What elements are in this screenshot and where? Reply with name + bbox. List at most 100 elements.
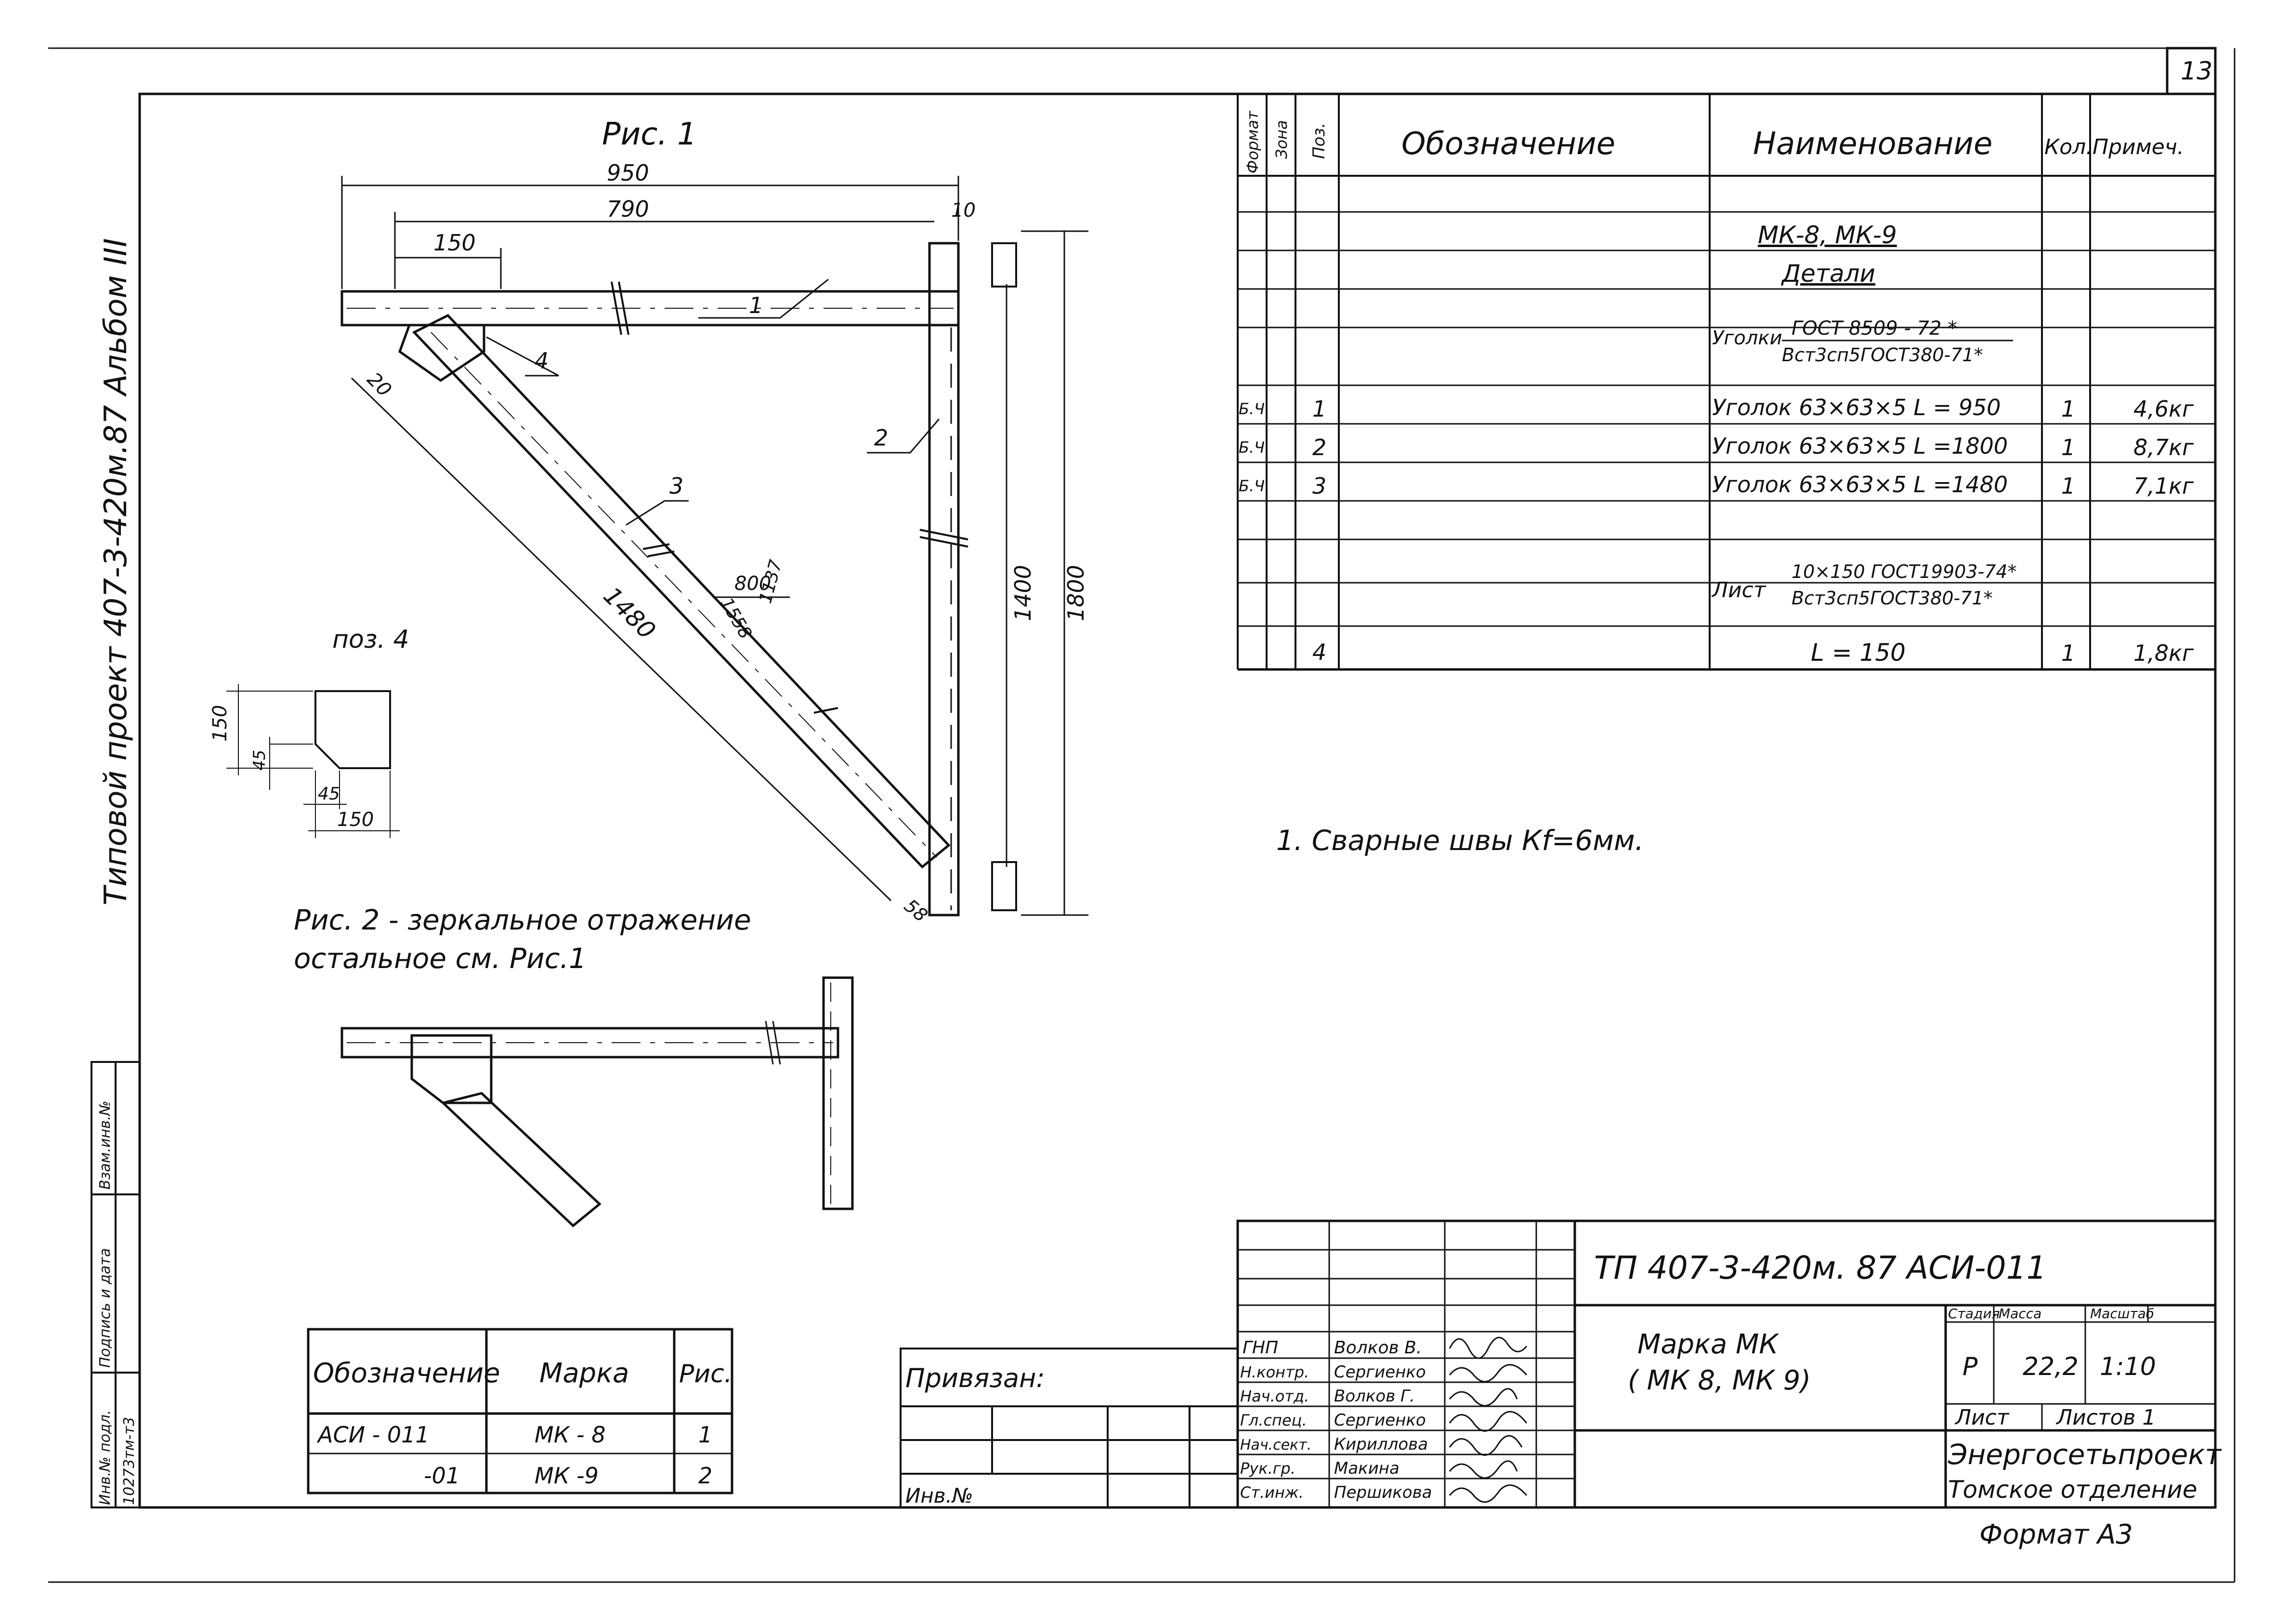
title-scale-label: Масштаб: [2090, 1306, 2154, 1322]
side-vzam-inv: Взам.инв.№: [97, 1100, 114, 1190]
leader-pos-1: 1: [749, 292, 763, 318]
marks-header-mark: Марка: [539, 1358, 629, 1389]
person-role: Гл.спец.: [1240, 1411, 1307, 1429]
dim-1400: 1400: [1010, 565, 1036, 621]
spec-row-7-qty: 1: [2061, 473, 2075, 499]
title-org-2: Томское отделение: [1948, 1476, 2198, 1504]
spec-row-4-top: ГОСТ 8509 - 72 *: [1792, 317, 1957, 340]
spec-row-6-name: Уголок 63×63×5 L =1800: [1712, 433, 2008, 459]
title-block: [1236, 1219, 2217, 1509]
figure-2-caption-1: Рис. 2 - зеркальное отражение: [294, 904, 751, 936]
figure-1-caption: Рис. 1: [602, 117, 697, 152]
dim-790: 790: [607, 196, 649, 222]
spec-row-5-note: 4,6кг: [2133, 396, 2194, 422]
person-name: Сергиенко: [1334, 1362, 1426, 1382]
figure-2-caption-2: остальное см. Рис.1: [294, 942, 587, 975]
signature-scribbles: [1449, 1336, 1528, 1503]
title-sheet-label: Лист: [1954, 1405, 2010, 1430]
spec-header-designation: Обозначение: [1401, 126, 1615, 162]
spec-row-5-format: Б.Ч.: [1239, 400, 1269, 418]
sheet-frame: [48, 47, 2236, 1583]
dim-20: 20: [363, 368, 396, 402]
pos-4-dim-45h: 45: [318, 784, 340, 804]
spec-row-7-name: Уголок 63×63×5 L =1480: [1712, 471, 2008, 498]
title-stage-label: Стадия: [1948, 1306, 2000, 1322]
title-sheets-label: Листов 1: [2055, 1405, 2156, 1430]
gusset-pos-4: [398, 324, 485, 382]
person-name: Першикова: [1334, 1483, 1432, 1502]
person-role: Нач.отд.: [1240, 1387, 1309, 1405]
marks-row-1-designation: АСИ - 011: [316, 1422, 430, 1448]
dim-150: 150: [433, 230, 476, 256]
side-podpis-data: Подпись и дата: [97, 1248, 114, 1368]
person-role: ГНП: [1243, 1338, 1278, 1358]
spec-table: [1237, 94, 2215, 671]
dim-58: 58: [900, 895, 931, 926]
title-block-name-2: ( МК 8, МК 9): [1628, 1365, 1811, 1396]
spec-header-name: Наименование: [1753, 126, 1992, 162]
privyazan-inv: Инв.№: [905, 1484, 973, 1507]
marks-header-fig: Рис.: [679, 1360, 732, 1388]
pos-4-dim-45v: 45: [250, 750, 269, 771]
dim-10: 10: [951, 199, 976, 222]
spec-header-format: Формат: [1243, 110, 1262, 173]
spec-row-9-top: 10×150 ГОСТ19903-74*: [1792, 561, 2017, 582]
marks-row-2-designation: -01: [424, 1463, 460, 1489]
pos-4-detail: поз. 4 150 45 45 150: [209, 625, 409, 838]
spec-row-9-bottom: Вст3сп5ГОСТ380-71*: [1792, 588, 1993, 609]
spec-row-5-qty: 1: [2061, 396, 2075, 422]
spec-row-6-format: Б.Ч.: [1239, 438, 1269, 457]
pos-4-dim-150h: 150: [337, 809, 374, 831]
title-mass-label: Масса: [1999, 1306, 2041, 1322]
spec-row-7-note: 7,1кг: [2133, 473, 2194, 499]
album-title: Типовой проект 407-3-420м.87 Альбом III: [98, 238, 134, 905]
spec-row-5-pos: 1: [1312, 396, 1326, 422]
spec-row-6-pos: 2: [1312, 434, 1326, 460]
person-name: Кириллова: [1334, 1435, 1428, 1454]
angle-pos-1: [340, 281, 960, 335]
spec-row-7-pos: 3: [1312, 473, 1326, 499]
dim-1800: 1800: [1063, 565, 1089, 621]
person-name: Сергиенко: [1334, 1411, 1426, 1430]
spec-rows: МК-8, МК-9 Детали Уголки ГОСТ 8509 - 72 …: [1239, 221, 2194, 667]
page-number: 13: [2181, 57, 2212, 86]
spec-row-9-prefix: Лист: [1711, 578, 1766, 602]
spec-header-qty: Кол.: [2044, 135, 2093, 159]
spec-row-4-bottom: Вст3сп5ГОСТ380-71*: [1782, 344, 1983, 366]
dim-800: 800: [734, 573, 771, 595]
spec-row-6-qty: 1: [2061, 434, 2075, 460]
pos-4-title: поз. 4: [332, 625, 409, 654]
angle-pos-2: [919, 242, 1017, 917]
person-name: Волков В.: [1334, 1338, 1422, 1358]
marks-row-1-fig: 1: [698, 1422, 712, 1448]
person-role: Н.контр.: [1240, 1363, 1309, 1381]
person-name: Макина: [1334, 1459, 1400, 1478]
spec-row-2-name: МК-8, МК-9: [1758, 221, 1897, 249]
side-inv-value: 10273тм-т3: [121, 1417, 138, 1505]
spec-row-5-name: Уголок 63×63×5 L = 950: [1712, 394, 2001, 420]
spec-row-6-note: 8,7кг: [2133, 434, 2194, 460]
marks-row-2-mark: МК -9: [535, 1463, 599, 1489]
welding-note: 1. Сварные швы Кf=6мм.: [1276, 824, 1644, 857]
spec-row-10-pos: 4: [1312, 639, 1326, 665]
pos-4-dim-150v: 150: [209, 705, 231, 742]
dim-950: 950: [607, 160, 649, 186]
dimension-lines: [341, 176, 1088, 916]
leader-pos-2: 2: [874, 425, 888, 451]
title-block-name-1: Марка МК: [1637, 1329, 1779, 1360]
format-label: Формат А3: [1979, 1519, 2133, 1550]
dim-1137: 1137: [756, 558, 786, 605]
leader-pos-3: 3: [669, 473, 683, 499]
privyazan-label: Привязан:: [905, 1363, 1045, 1393]
spec-header-pos: Поз.: [1309, 123, 1329, 159]
title-mass: 22,2: [2023, 1352, 2079, 1381]
spec-row-10-qty: 1: [2061, 640, 2075, 666]
figure-1: Рис. 1: [340, 117, 1089, 926]
marks-header-designation: Обозначение: [313, 1358, 500, 1389]
dim-1480: 1480: [598, 581, 661, 644]
leader-pos-4: 4: [535, 348, 549, 374]
side-strip: [91, 1061, 141, 1508]
marks-row-2-fig: 2: [698, 1463, 712, 1489]
